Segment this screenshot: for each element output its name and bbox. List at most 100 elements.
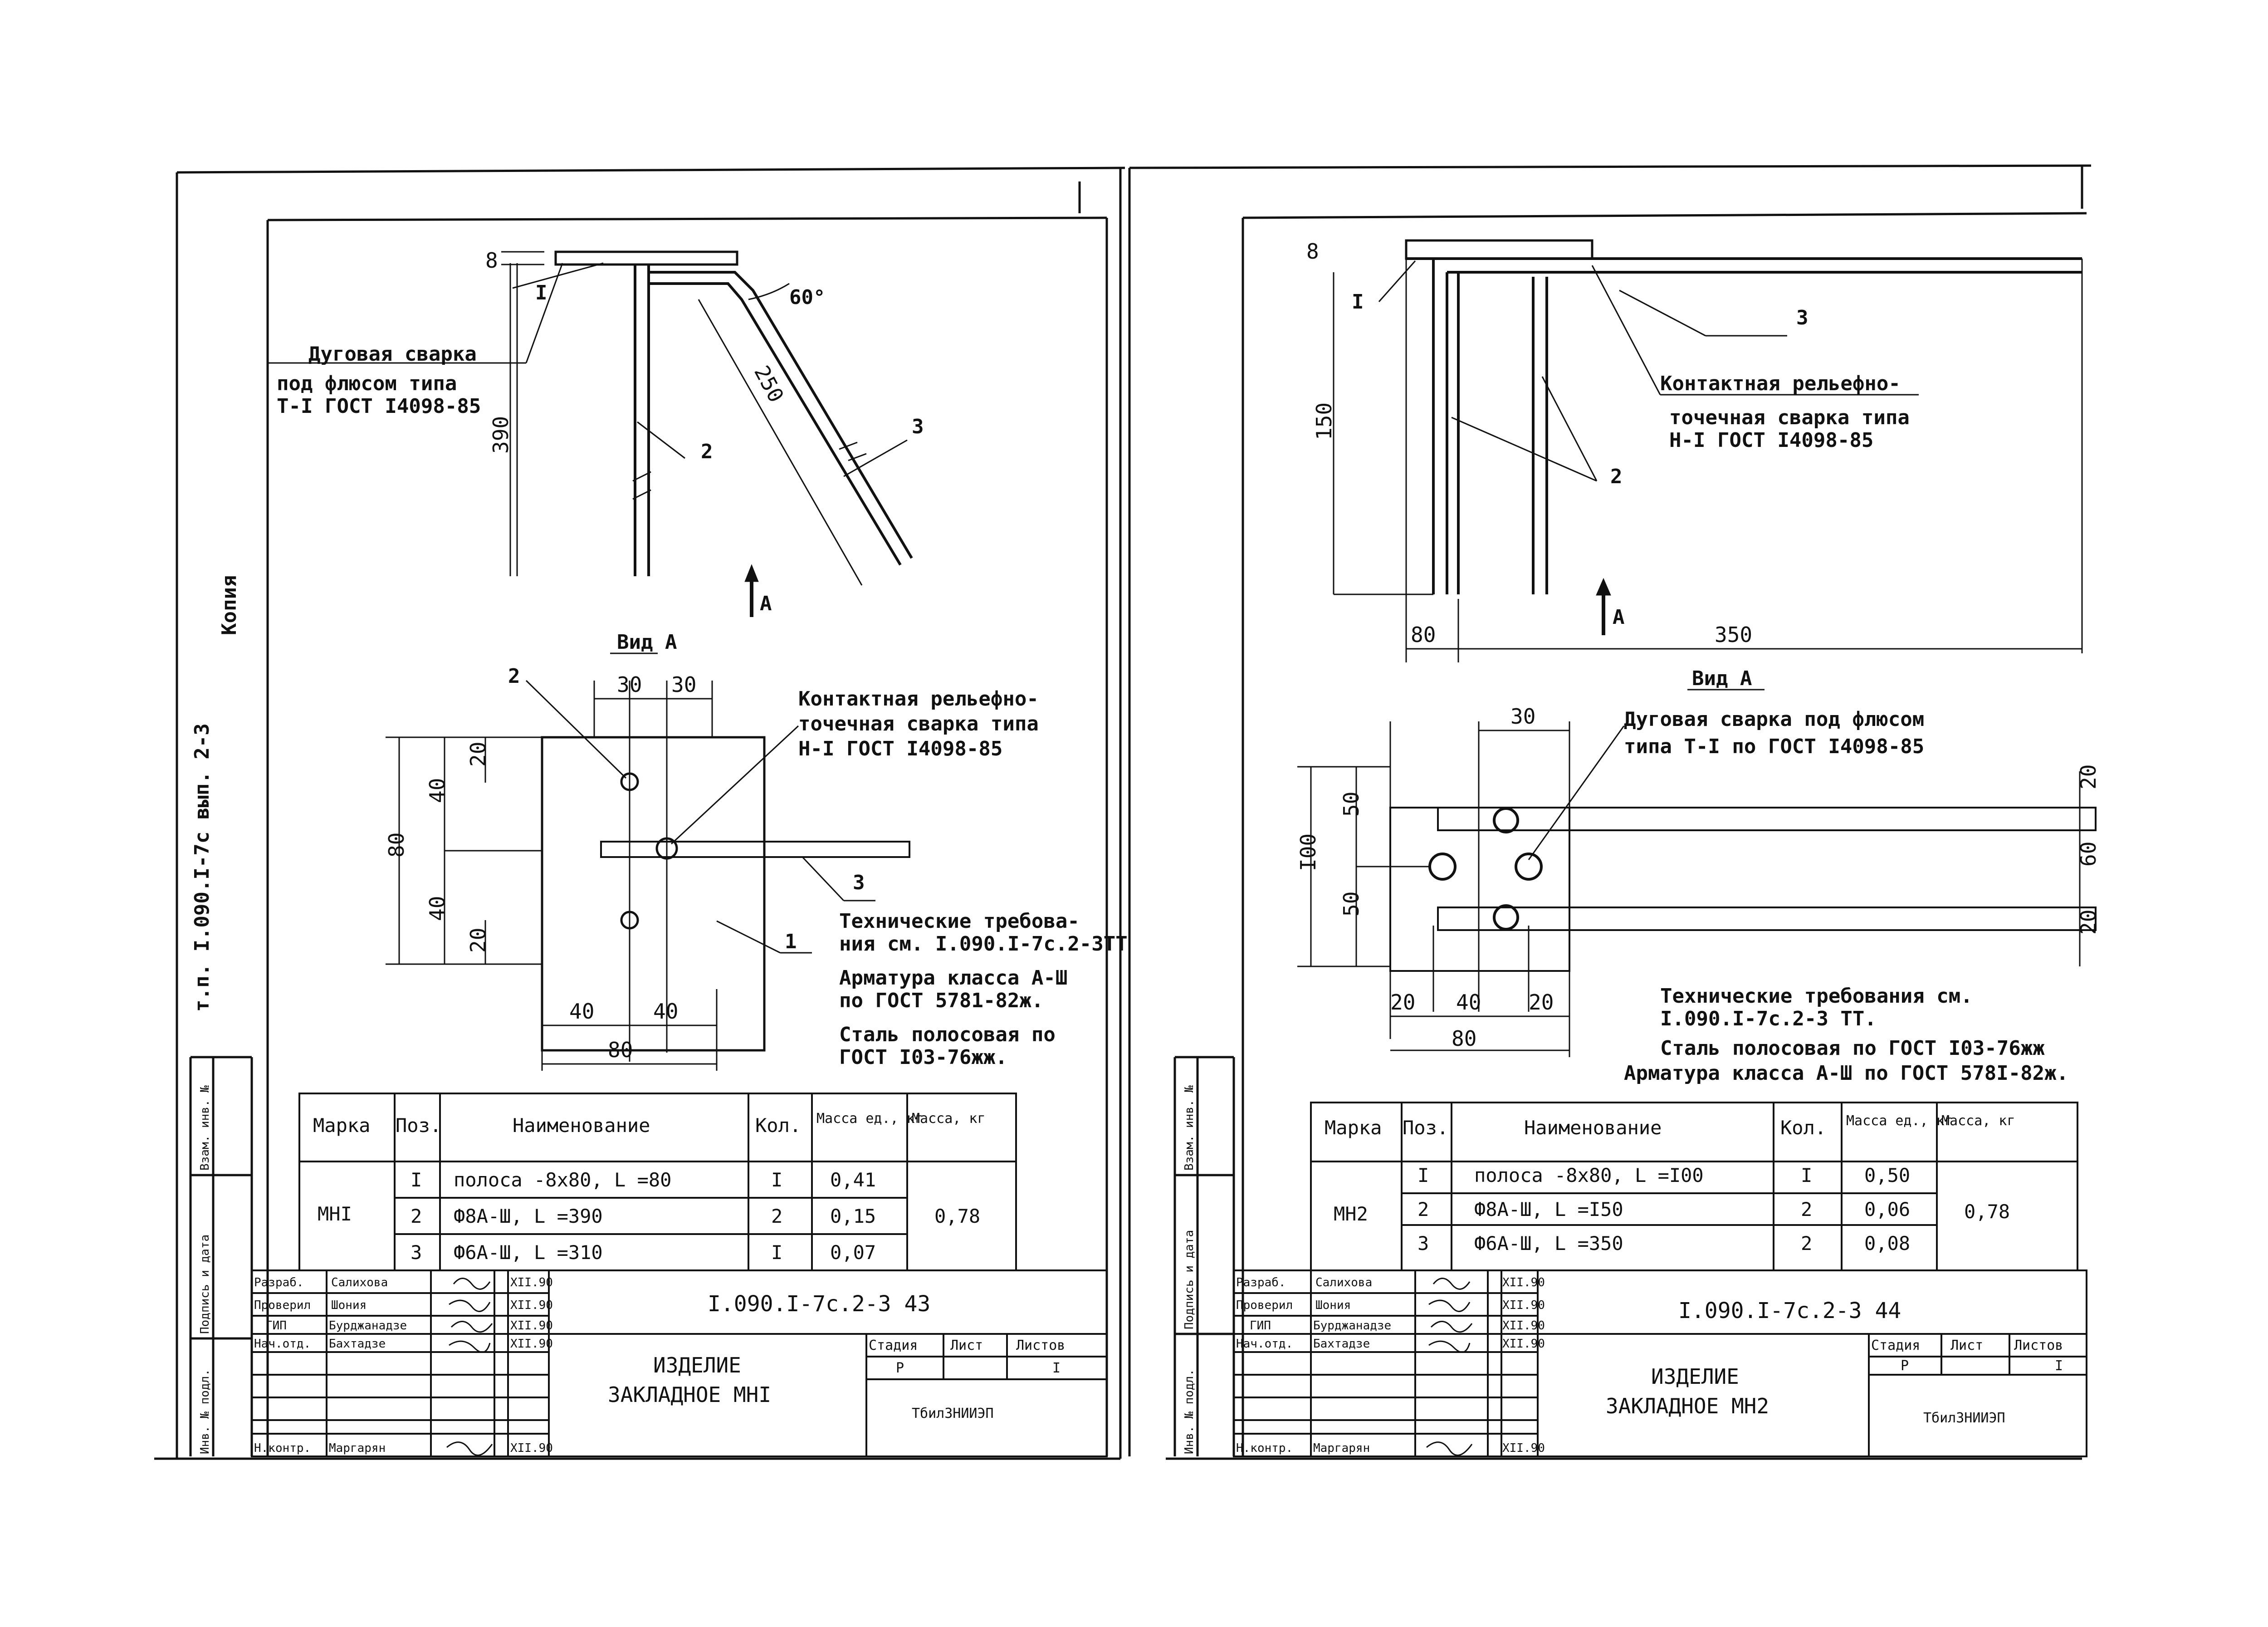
contact-weld-note-1: Контактная рельефно- xyxy=(798,687,1039,711)
role-2: Проверил xyxy=(254,1299,311,1312)
r-drawing-code: I.090.I-7с.2-3 44 xyxy=(1678,1298,1901,1323)
role-7: Н.контр. xyxy=(254,1441,311,1455)
dim-40-left: 40 xyxy=(569,999,594,1024)
row1-pos: I xyxy=(411,1169,422,1191)
view-a-pos3: 3 xyxy=(853,871,865,894)
r-name-1: Салихова xyxy=(1315,1276,1372,1289)
dim-80-bottom: 80 xyxy=(608,1038,633,1062)
dim-40-right: 40 xyxy=(653,999,678,1024)
r-notes-line4: Арматура класса А-Ш по ГОСТ 578I-82ж. xyxy=(1624,1062,2068,1085)
row3-name: Ф6А-Ш, L =310 xyxy=(454,1241,603,1264)
r-dim-height: 150 xyxy=(1312,402,1336,440)
view-a-title: Вид А xyxy=(617,631,677,654)
th-mark: Марка xyxy=(313,1114,370,1137)
r-dim-100: I00 xyxy=(1296,833,1320,871)
right-title-block xyxy=(1233,1269,2087,1457)
th-pos: Поз. xyxy=(396,1114,441,1137)
name-1: Салихова xyxy=(331,1276,388,1289)
r-row1-mass: 0,50 xyxy=(1864,1164,1910,1186)
r-notes-line2: I.090.I-7с.2-3 ТТ. xyxy=(1660,1007,1877,1030)
r-dim-bot-80: 80 xyxy=(1452,1026,1476,1051)
notes-line6: ГОСТ I03-76жж. xyxy=(839,1046,1007,1069)
name-3: Бурджанадзе xyxy=(329,1319,407,1333)
contact-weld-note-2: точечная сварка типа xyxy=(798,712,1039,735)
r-date-4: XII.90 xyxy=(1502,1337,1545,1351)
r-side-col2: Подпись и дата xyxy=(1183,1230,1196,1329)
date-3: XII.90 xyxy=(510,1319,553,1333)
item-title-2: ЗАКЛАДНОЕ МНI xyxy=(608,1382,771,1407)
left-view-a xyxy=(386,652,910,1071)
date-7: XII.90 xyxy=(510,1441,553,1455)
right-top-view xyxy=(1333,239,2083,662)
r-role-2: Проверил xyxy=(1236,1299,1293,1312)
name-7: Маргарян xyxy=(329,1441,386,1455)
r-arc-weld-note-2: типа Т-I по ГОСТ I4098-85 xyxy=(1624,735,1924,758)
r-th-mass: Масса, кг xyxy=(1941,1113,2015,1129)
left-title-block xyxy=(251,1269,1108,1457)
r-role-1: Разраб. xyxy=(1236,1276,1286,1289)
side-col2: Подпись и дата xyxy=(198,1235,212,1334)
row2-name: Ф8А-Ш, L =390 xyxy=(454,1205,603,1227)
org-name: ТбилЗНИИЭП xyxy=(912,1406,994,1421)
r-th-pos: Поз. xyxy=(1403,1117,1448,1139)
r-date-3: XII.90 xyxy=(1502,1319,1545,1333)
dim-80-side: 80 xyxy=(384,833,409,858)
side-col1: Взам. инв. № xyxy=(198,1085,212,1171)
date-4: XII.90 xyxy=(510,1337,553,1351)
r-item-title-2: ЗАКЛАДНОЕ МН2 xyxy=(1606,1394,1769,1418)
stage-value: Р xyxy=(896,1360,904,1376)
r-view-a-title: Вид А xyxy=(1692,667,1752,690)
dim-thickness: 8 xyxy=(485,248,498,273)
r-row1-qty: I xyxy=(1801,1164,1812,1186)
sheets-value: I xyxy=(1052,1360,1061,1376)
sheets-label: Листов xyxy=(1016,1338,1065,1353)
right-spec-table xyxy=(1310,1102,2078,1271)
dim-30-b: 30 xyxy=(671,672,696,697)
r-dim-20-bot: 20 xyxy=(2076,910,2101,935)
r-sheets-label: Листов xyxy=(2014,1338,2063,1353)
r-name-7: Маргарян xyxy=(1313,1441,1370,1455)
row3-qty: I xyxy=(771,1241,782,1264)
r-role-3: ГИП xyxy=(1250,1319,1271,1333)
label-pos3: 3 xyxy=(912,415,924,438)
stage-label: Стадия xyxy=(869,1338,918,1353)
r-row3-name: Ф6А-Ш, L =350 xyxy=(1474,1232,1623,1255)
dim-20-bot: 20 xyxy=(466,928,490,953)
row3-mass: 0,07 xyxy=(830,1241,876,1264)
r-dim-350: 350 xyxy=(1715,622,1752,647)
label-pos1: I xyxy=(535,281,547,304)
r-sheets-value: I xyxy=(2055,1358,2063,1374)
date-1: XII.90 xyxy=(510,1276,553,1289)
weld-note-2: под флюсом типа xyxy=(277,372,457,395)
r-label-pos3: 3 xyxy=(1796,306,1809,329)
sheet-label: Лист xyxy=(950,1338,983,1353)
r-notes-line3: Сталь полосовая по ГОСТ I03-76жж xyxy=(1660,1037,2045,1060)
row2-qty: 2 xyxy=(771,1205,782,1227)
r-row1-name: полоса -8х80, L =I00 xyxy=(1474,1164,1704,1186)
drawing-code: I.090.I-7с.2-3 43 xyxy=(708,1291,930,1317)
r-dim-50-bot: 50 xyxy=(1339,892,1364,916)
row2-mass: 0,15 xyxy=(830,1205,876,1227)
r-dim-60: 60 xyxy=(2076,842,2101,867)
role-1: Разраб. xyxy=(254,1276,304,1289)
role-4: Нач.отд. xyxy=(254,1337,311,1351)
r-stage-label: Стадия xyxy=(1871,1338,1920,1353)
r-row2-name: Ф8А-Ш, L =I50 xyxy=(1474,1198,1623,1220)
r-dim-bot-20a: 20 xyxy=(1390,990,1415,1014)
left-signatures xyxy=(446,1278,493,1456)
side-handwritten-ref: т.п. I.090.I-7с вып. 2-3 xyxy=(191,723,214,1012)
left-sheet xyxy=(154,167,1125,1460)
row1-name: полоса -8х80, L =80 xyxy=(454,1169,671,1191)
r-sheet-label: Лист xyxy=(1950,1338,1983,1353)
r-item-title-1: ИЗДЕЛИЕ xyxy=(1651,1364,1739,1389)
th-mass: Масса, кг xyxy=(912,1111,986,1127)
dim-height: 390 xyxy=(489,416,513,454)
r-date-2: XII.90 xyxy=(1502,1299,1545,1312)
notes-line2: ния см. I.090.I-7с.2-3ТТ xyxy=(839,932,1128,956)
left-text: 8 I 60° 250 3 2 390 Дуговая сварка под ф… xyxy=(191,248,1128,1455)
side-copy-label: Копия xyxy=(218,575,241,635)
r-view-arrow-label: А xyxy=(1613,606,1625,629)
view-a-pos1: 1 xyxy=(785,930,797,953)
row1-qty: I xyxy=(771,1169,782,1191)
